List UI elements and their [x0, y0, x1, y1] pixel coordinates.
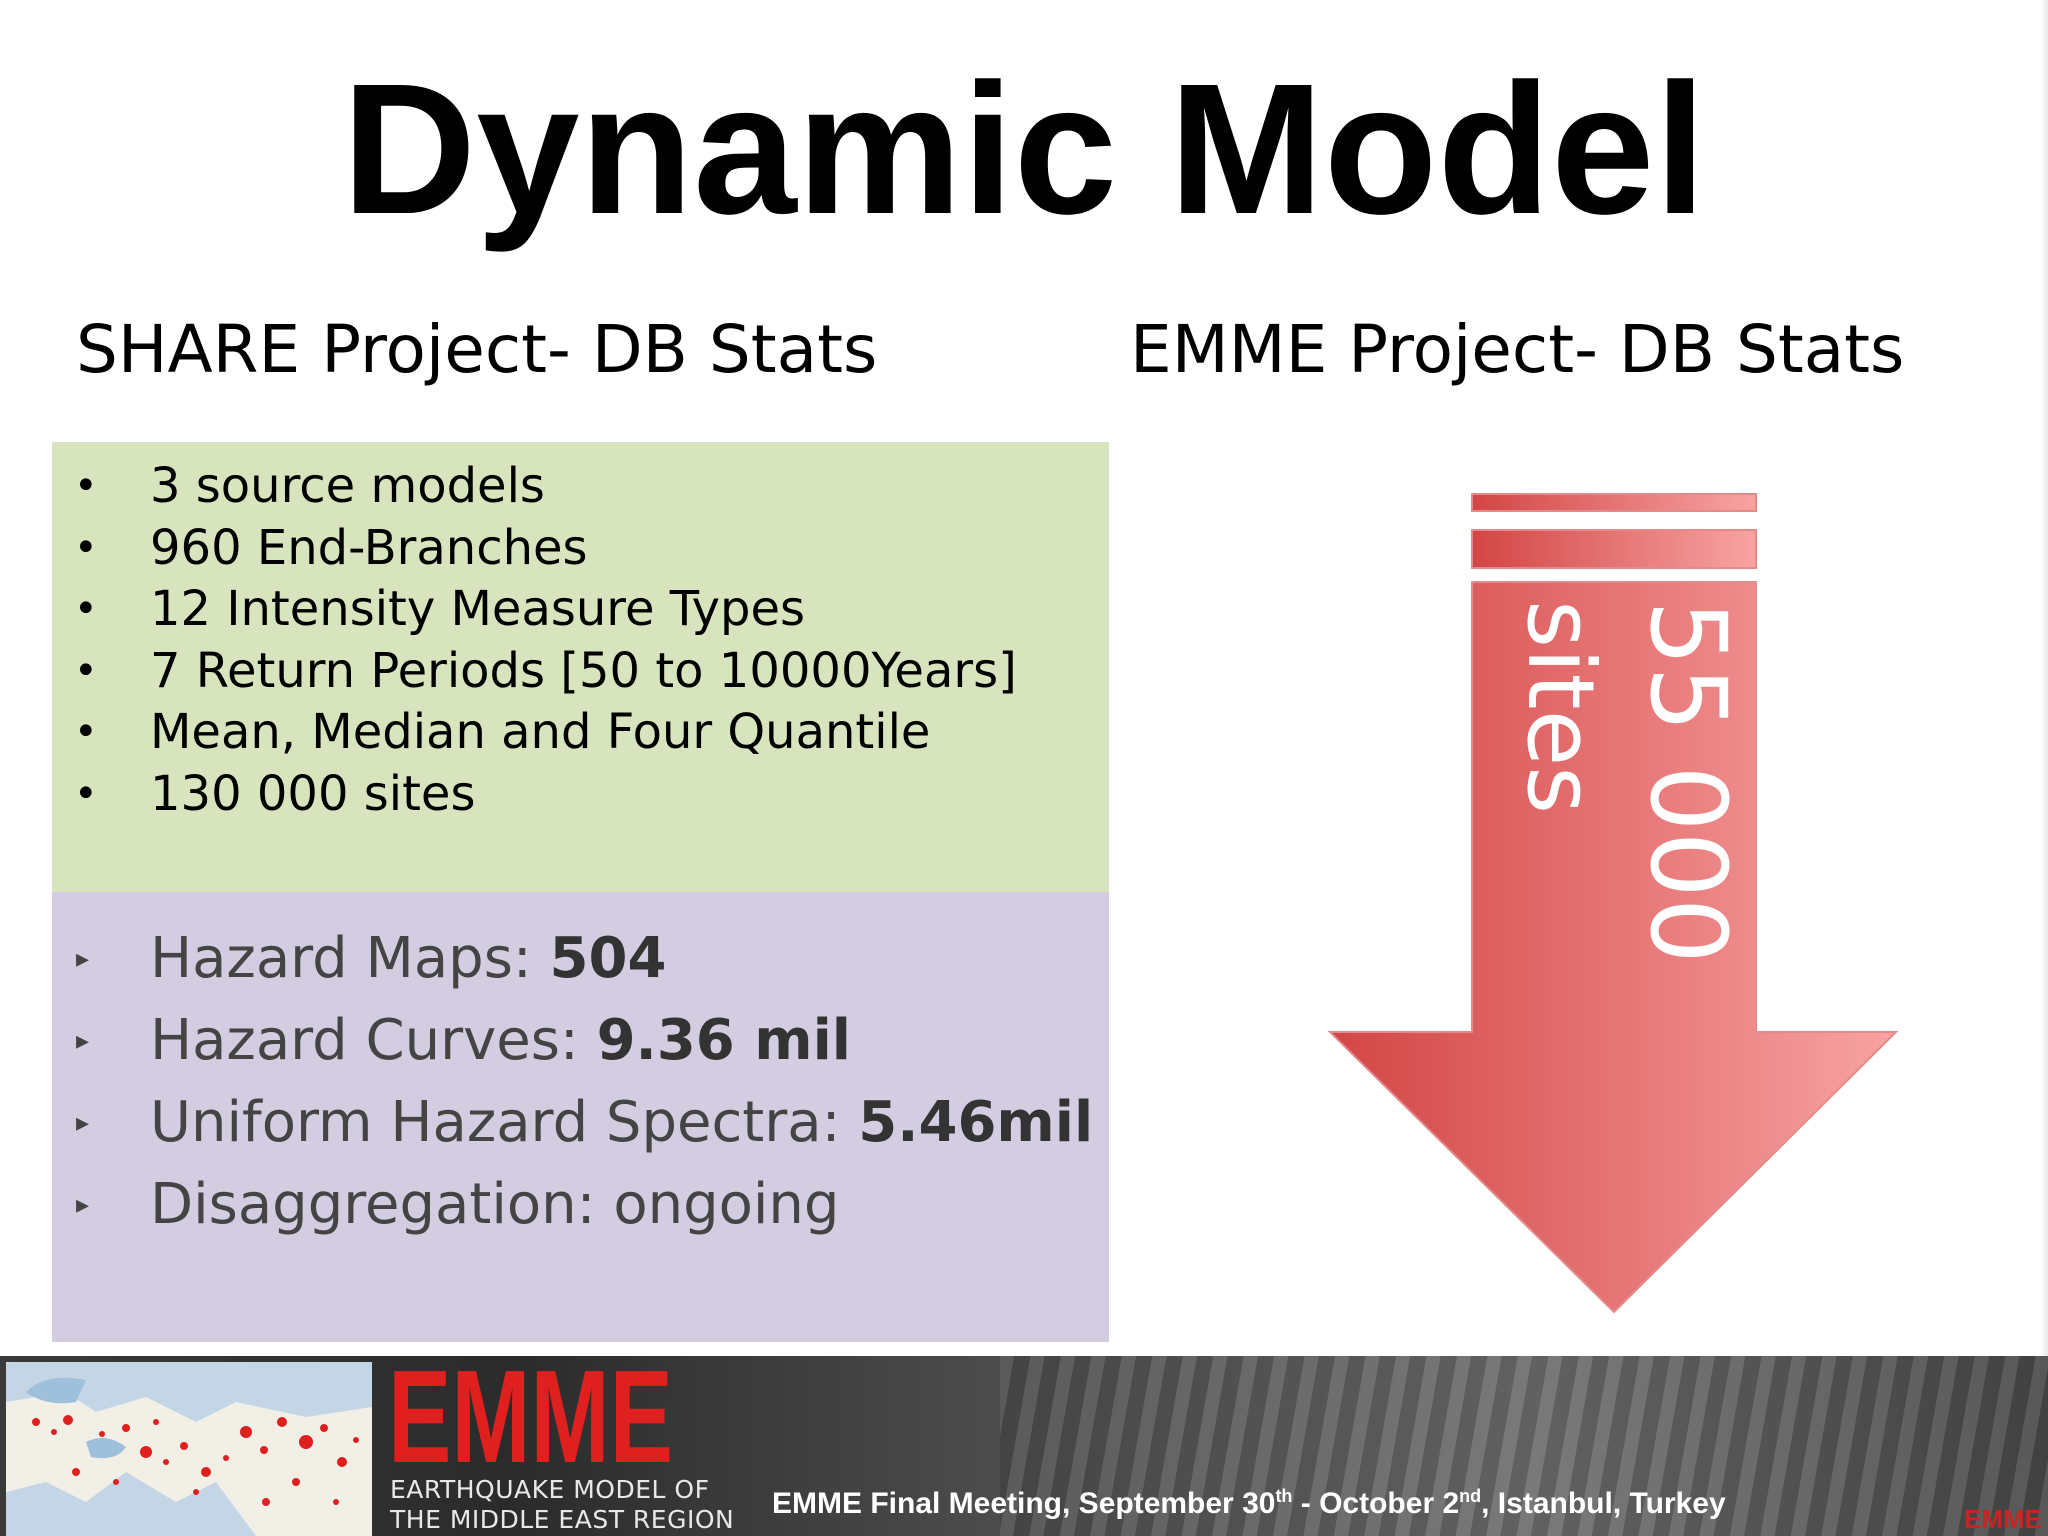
bullet-icon: •: [74, 586, 98, 632]
arrow-stripe-2: [1471, 529, 1757, 569]
list-item: ▸Hazard Maps: 504: [52, 918, 1109, 1000]
emme-heading: EMME Project- DB Stats: [1130, 311, 1905, 388]
emme-site-count: 55 000: [1627, 600, 1749, 964]
slide-title: Dynamic Model: [341, 46, 1707, 253]
list-item: ▸Hazard Curves: 9.36 mil: [52, 1000, 1109, 1082]
corner-emme-logo: EMME: [1964, 1504, 2042, 1534]
bullet-icon: •: [74, 770, 98, 817]
share-stats-box: •3 source models •960 End-Branches •12 I…: [52, 442, 1109, 892]
meeting-caption: EMME Final Meeting, September 30th - Oct…: [772, 1486, 1726, 1520]
list-item: ▸Uniform Hazard Spectra: 5.46mil: [52, 1082, 1109, 1164]
bullet-icon: •: [74, 463, 98, 509]
emme-logo: EMME: [388, 1358, 673, 1470]
share-heading: SHARE Project- DB Stats: [76, 311, 878, 388]
seismicity-map-thumbnail: [6, 1362, 372, 1536]
list-item: •130 000 sites: [52, 764, 1109, 826]
list-item: •960 End-Branches: [52, 518, 1109, 580]
triangle-bullet-icon: ▸: [76, 1026, 90, 1056]
arrow-stripe-1: [1471, 493, 1757, 512]
share-stats-list: •3 source models •960 End-Branches •12 I…: [52, 442, 1109, 825]
emme-logo-text: EMME: [388, 1358, 673, 1470]
share-outputs-list: ▸Hazard Maps: 504 ▸Hazard Curves: 9.36 m…: [52, 892, 1109, 1246]
footer-banner: EMME EARTHQUAKE MODEL OF THE MIDDLE EAST…: [0, 1356, 2048, 1536]
bullet-icon: •: [74, 524, 98, 571]
list-item: ▸Disaggregation: ongoing: [52, 1164, 1109, 1246]
triangle-bullet-icon: ▸: [76, 1190, 90, 1220]
list-item: •Mean, Median and Four Quantile: [52, 702, 1109, 764]
slide-edge-shadow: [2040, 0, 2048, 1356]
list-item: •12 Intensity Measure Types: [52, 579, 1109, 641]
bullet-icon: •: [74, 647, 98, 694]
footer-background-photo: [1000, 1356, 2048, 1536]
triangle-bullet-icon: ▸: [76, 1108, 90, 1138]
logo-subtitle-line-1: EARTHQUAKE MODEL OF: [390, 1475, 710, 1504]
list-item: •7 Return Periods [50 to 10000Years]: [52, 641, 1109, 703]
share-outputs-box: ▸Hazard Maps: 504 ▸Hazard Curves: 9.36 m…: [52, 892, 1109, 1342]
bullet-icon: •: [74, 709, 98, 755]
down-arrow-icon: [1327, 493, 1899, 1314]
triangle-bullet-icon: ▸: [76, 944, 90, 974]
emme-site-unit: sites: [1507, 600, 1614, 815]
arrow-body: [1327, 581, 1899, 1314]
logo-subtitle-line-2: THE MIDDLE EAST REGION: [390, 1505, 735, 1534]
list-item: •3 source models: [52, 456, 1109, 518]
